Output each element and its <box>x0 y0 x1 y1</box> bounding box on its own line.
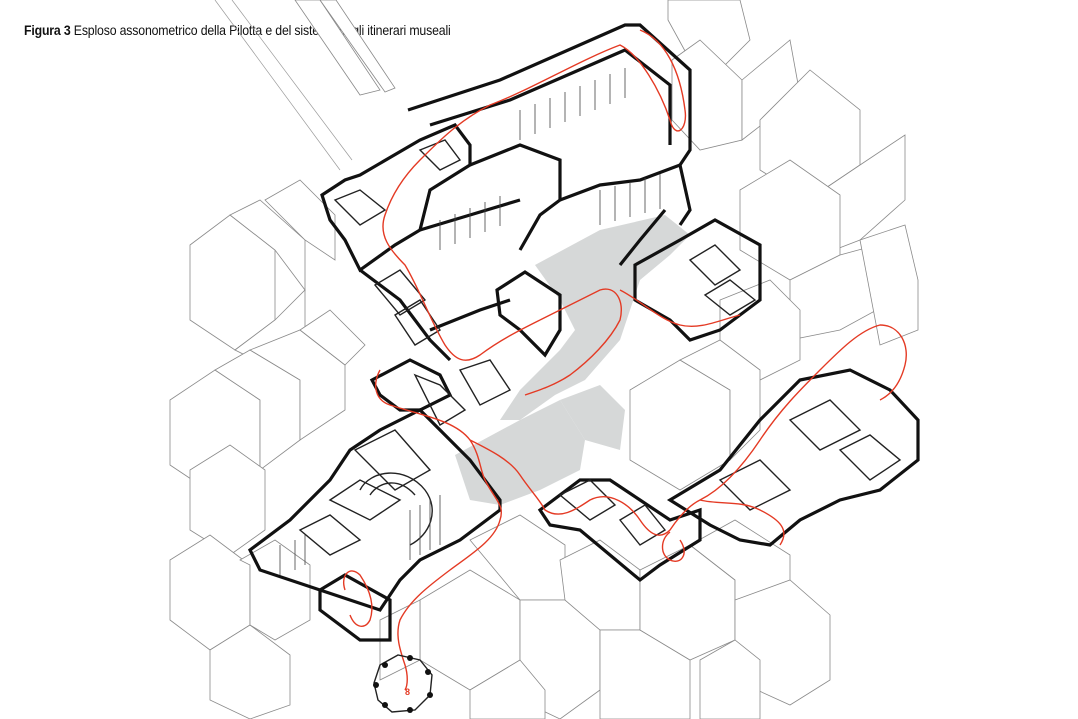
context-buildings <box>169 0 919 719</box>
plaza-surface <box>455 215 690 505</box>
figure-number: Figura 3 <box>24 22 71 38</box>
church-columns <box>373 655 433 713</box>
route-marker-label: 8 <box>405 687 410 697</box>
colonnade-hatching <box>279 68 661 575</box>
museum-itinerary-route <box>343 29 907 691</box>
interior-walls <box>298 139 902 556</box>
